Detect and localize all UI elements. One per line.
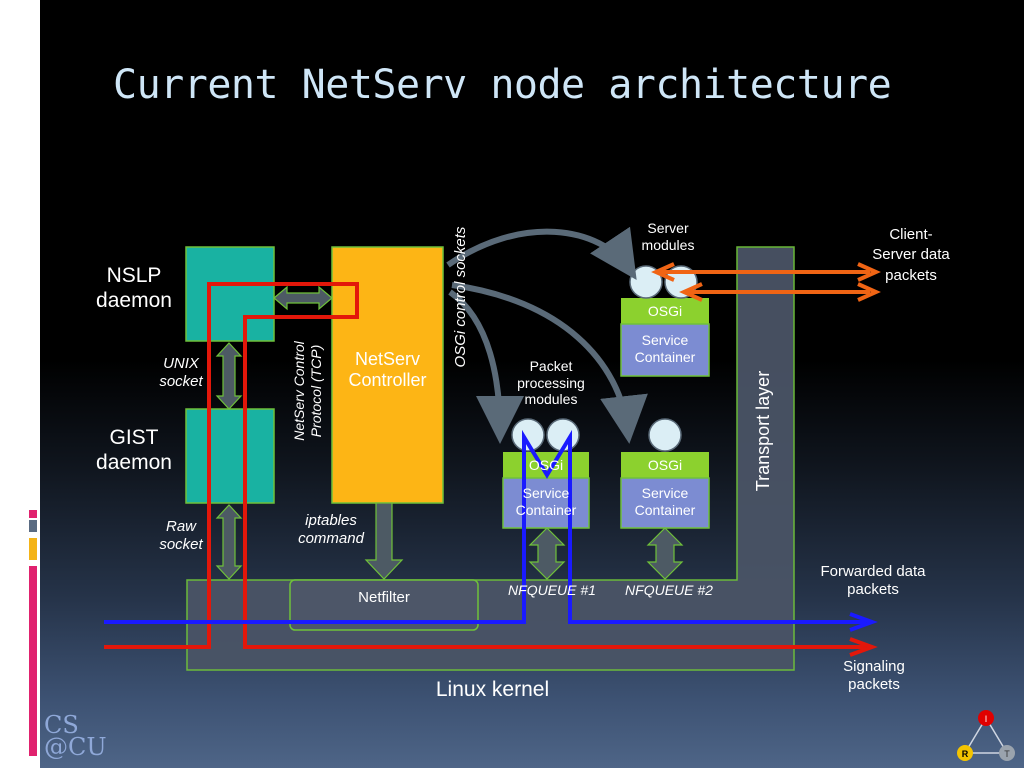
nslp-daemon-block	[185, 246, 275, 342]
signaling-packets-label: Signaling packets	[843, 658, 905, 693]
pp1-service-container-label: Service Container	[515, 485, 577, 518]
netserv-protocol-label: NetServ Control Protocol (TCP)	[291, 326, 329, 456]
server-module-circle-1	[629, 265, 663, 299]
client-server-arrow-1-head-right	[857, 262, 881, 282]
linux-kernel-label: Linux kernel	[435, 678, 550, 701]
nfqueue-1-label: NFQUEUE #1	[508, 582, 596, 598]
signaling-path	[104, 282, 866, 649]
irt-logo-r: R	[962, 749, 969, 759]
pp2-service-container	[620, 477, 710, 529]
signaling-arrowhead	[849, 637, 878, 657]
nfqueue2-arrow	[646, 527, 684, 580]
accent-stripe-pink-top	[29, 510, 37, 518]
pp1-service-container	[502, 477, 590, 529]
forwarded-path	[104, 429, 866, 624]
unix-socket-arrow	[215, 342, 243, 410]
raw-socket-label: Raw socket	[159, 518, 203, 553]
linux-kernel-block	[186, 246, 795, 671]
accent-stripe-pink	[29, 566, 37, 756]
packet-processing-modules-label: Packet processing modules	[517, 358, 585, 408]
pp2-service-container-label: Service Container	[634, 485, 696, 518]
logo-line2: @CU	[44, 733, 107, 761]
transport-layer-label: Transport layer	[753, 370, 773, 492]
gist-daemon-label: GIST daemon	[96, 426, 172, 474]
server-osgi-bar	[621, 298, 709, 324]
pp-module-circle-3	[648, 418, 682, 452]
server-service-container	[620, 323, 710, 377]
netserv-controller-block	[331, 246, 444, 504]
nfqueue1-arrow	[528, 527, 566, 580]
server-modules-label: Server modules	[641, 220, 695, 253]
raw-socket-arrow	[215, 504, 243, 580]
accent-stripe-yellow	[29, 538, 37, 560]
pp1-osgi-label: OSGi	[528, 457, 564, 473]
server-osgi-label: OSGi	[647, 303, 683, 319]
osgi-control-sockets-label: OSGi control sockets	[452, 226, 469, 368]
forwarded-packets-label: Forwarded data packets	[820, 563, 926, 598]
server-service-container-label: Service Container	[634, 332, 696, 365]
slide-title: Current NetServ node architecture	[113, 62, 892, 108]
pp2-osgi-label: OSGi	[647, 457, 683, 473]
accent-stripe-gray	[29, 520, 37, 532]
netserv-protocol-arrow	[273, 285, 333, 311]
netfilter-label: Netfilter	[358, 589, 410, 606]
osgi-socket-arrow-server	[446, 226, 637, 280]
logo-line1: CS	[44, 711, 79, 739]
client-server-arrow-2-head-left	[679, 282, 703, 302]
netserv-protocol-line2: Protocol (TCP)	[307, 344, 324, 438]
client-server-arrow-1-head-left	[651, 262, 675, 282]
osgi-socket-arrow-pp2	[451, 282, 648, 444]
cs-at-cu-logo: CS @CU	[44, 711, 107, 761]
pp2-osgi-bar	[621, 452, 709, 478]
iptables-command-label: iptables command	[298, 512, 364, 547]
nfqueue-2-label: NFQUEUE #2	[625, 582, 713, 598]
client-server-packets-label: Client-Server data packets	[872, 226, 950, 284]
irt-logo: I R T	[957, 710, 1015, 761]
irt-logo-t: T	[1004, 749, 1010, 759]
client-server-arrow-2-head-right	[857, 282, 881, 302]
unix-socket-label: UNIX socket	[159, 355, 203, 390]
netserv-protocol-line1: NetServ Control	[291, 341, 307, 441]
gist-daemon-block	[185, 408, 275, 504]
iptables-arrow	[364, 502, 404, 580]
netfilter-block	[289, 579, 479, 631]
nslp-daemon-label: NSLP daemon	[96, 264, 172, 312]
irt-logo-i: I	[985, 714, 988, 724]
osgi-socket-arrow-pp1	[448, 289, 524, 444]
netserv-controller-label: NetServ Controller	[348, 349, 427, 391]
forwarded-arrowhead	[849, 612, 878, 632]
